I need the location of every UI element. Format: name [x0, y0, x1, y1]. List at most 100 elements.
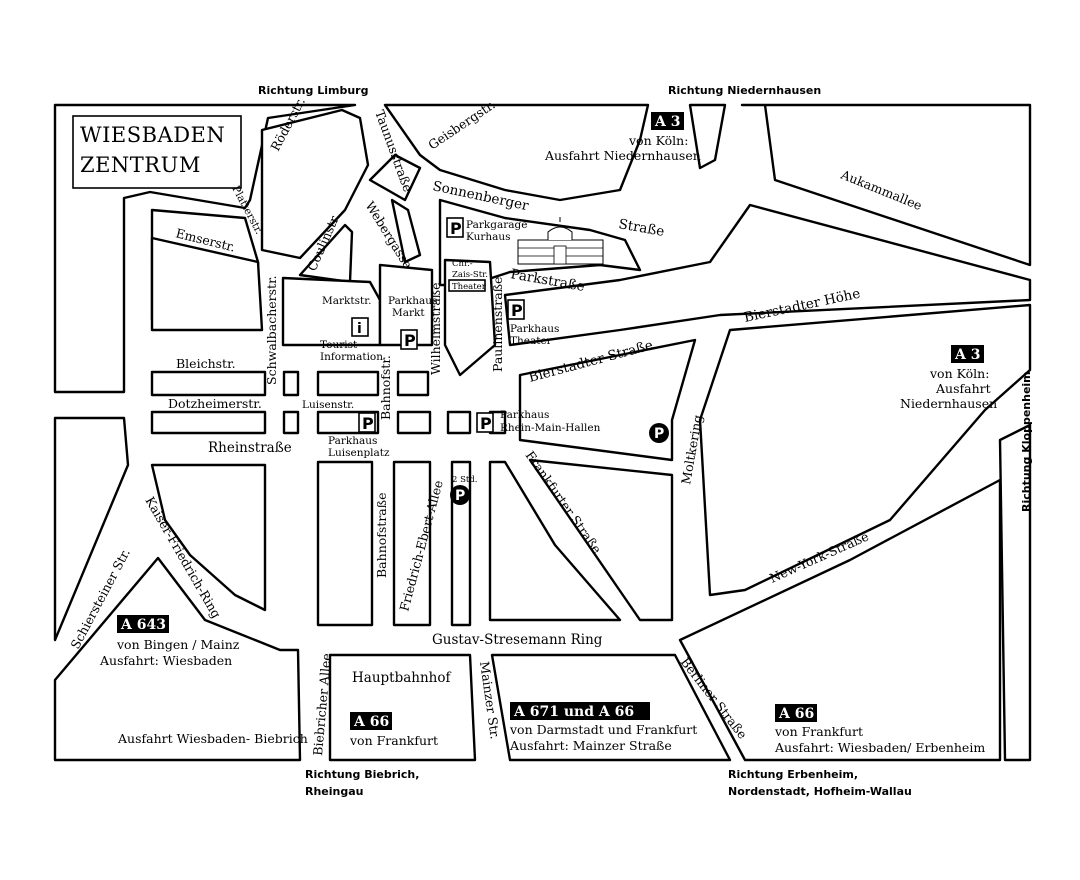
parking-rhein-main-hallen[interactable]: P: [476, 412, 494, 433]
a66-east-2: Ausfahrt: Wiesbaden/ Erbenheim: [774, 740, 985, 755]
parking-icon: P: [511, 301, 523, 320]
direction-biebrich-1: Richtung Biebrich,: [305, 768, 419, 781]
title-frame: [72, 115, 242, 189]
street-bahnofstrasse: Bahnofstraße: [374, 492, 389, 578]
a66-east-1: von Frankfurt: [774, 724, 863, 739]
block-geisberg: [383, 103, 650, 202]
block-bahnof-e: [392, 460, 432, 627]
info-icon-frame: [351, 317, 369, 337]
block-roeder: [260, 108, 370, 260]
street-rheinstrasse: Rheinstraße: [208, 440, 292, 456]
parkgarage-kurhaus-2: Kurhaus: [466, 231, 511, 243]
block-center-n: [378, 263, 434, 347]
kurhaus-dome: [547, 226, 573, 240]
block-moltke-e: [698, 303, 1032, 597]
block-bleich-2: [316, 370, 380, 397]
title-box: WIESBADEN ZENTRUM: [72, 115, 242, 189]
block-berliner: [678, 478, 1002, 762]
block-dotz-4: [446, 410, 472, 435]
street-gustav-stresemann-ring: Gustav-Stresemann Ring: [432, 632, 603, 648]
motorway-a66-east: A 66 von Frankfurt Ausfahrt: Wiesbaden/ …: [774, 704, 985, 755]
block-bleich-3: [396, 370, 430, 397]
a3-east-3: Niedernhausen: [900, 396, 997, 411]
block-bierstadt-hoehe: [503, 203, 1032, 347]
direction-limburg: Richtung Limburg: [258, 84, 368, 97]
direction-biebrich-2: Rheingau: [305, 785, 364, 798]
block-bahnof-w: [316, 460, 374, 627]
motorway-a671: A 671 und A 66 von Darmstadt und Frankfu…: [509, 702, 697, 753]
motorway-a3-east: A 3 von Köln: Ausfahrt Niedernhausen: [900, 345, 997, 411]
street-wilhelmstrasse: Wilhelmstraße: [428, 282, 443, 375]
parking-icon: P: [404, 331, 416, 350]
a66-central-1: von Frankfurt: [349, 733, 438, 748]
parking-icon: P: [362, 414, 374, 433]
parking-theater[interactable]: P: [507, 299, 525, 320]
a643-2: Ausfahrt: Wiesbaden: [99, 653, 232, 668]
chr-zais-theater: Chr.- Zais-Str. Theater: [448, 259, 488, 292]
title-line-1: WIESBADEN: [80, 123, 225, 147]
direction-erbenheim-2: Nordenstadt, Hofheim-Wallau: [728, 785, 912, 798]
parking-icon: P: [455, 488, 465, 504]
hauptbahnhof-label: Hauptbahnhof: [352, 670, 451, 686]
street-zais: Zais-Str.: [452, 270, 488, 280]
block-dotz-3: [396, 410, 432, 435]
street-strasse: Straße: [617, 216, 665, 240]
block-bleich-1: [282, 370, 300, 397]
parking-icon: P: [480, 414, 492, 433]
circle-parking: P 2 Std. P: [450, 423, 669, 505]
parkgarage-kurhaus-1: Parkgarage: [466, 219, 527, 231]
block-emser: [150, 236, 264, 332]
street-paulinenstrasse: Paulinenstraße: [490, 277, 505, 372]
street-luisenstr: Luisenstr.: [302, 399, 354, 411]
parkhaus-markt-1: Parkhaus: [388, 295, 437, 307]
direction-erbenheim-1: Richtung Erbenheim,: [728, 768, 858, 781]
parkhaus-luisenplatz-1: Parkhaus: [328, 435, 377, 447]
kurhaus-building: [517, 217, 604, 265]
info-icon: i: [357, 321, 362, 337]
block-taunus: [368, 153, 422, 202]
parking-markt[interactable]: P: [400, 329, 418, 350]
badge-a643: A 643: [120, 617, 166, 633]
parking-icon: P: [450, 219, 462, 238]
block-niedernhausen: [688, 103, 727, 170]
parkhaus-luisenplatz-2: Luisenplatz: [328, 447, 390, 459]
a643-1: von Bingen / Mainz: [116, 637, 240, 652]
parkhaus-theater-1: Parkhaus: [510, 323, 559, 335]
title-line-2: ZENTRUM: [80, 153, 201, 177]
parking-circle-moltkering[interactable]: P: [649, 423, 669, 443]
block-hauptbahnhof: [328, 653, 477, 762]
a3-east-1: von Köln:: [929, 366, 989, 381]
motorway-a643: A 643 von Bingen / Mainz Ausfahrt: Wiesb…: [99, 615, 240, 668]
parking-kurhaus[interactable]: P: [446, 217, 464, 238]
tourist-2: Information: [320, 351, 383, 363]
motorway-a66-central: A 66 von Frankfurt: [349, 712, 438, 748]
parkhaus-theater-2: Theater: [510, 335, 553, 347]
direction-labels: Richtung Limburg Richtung Niedernhausen …: [258, 84, 1033, 798]
parking-circle-ebert[interactable]: P: [450, 485, 470, 505]
block-weber: [390, 198, 422, 264]
block-dotz-1: [282, 410, 300, 435]
a671-2: Ausfahrt: Mainzer Straße: [509, 738, 672, 753]
street-marktstr: Marktstr.: [322, 295, 371, 307]
theater-label: Theater: [452, 282, 487, 292]
badge-a66-east: A 66: [778, 706, 814, 722]
block-dotz-w: [150, 410, 267, 435]
block-aukamm: [740, 103, 1032, 267]
a3-north-1: von Köln:: [628, 133, 688, 148]
parking-luisenplatz[interactable]: P: [358, 412, 376, 433]
street-bahnofstr: Bahnofstr.: [378, 355, 393, 420]
block-kaiser: [150, 463, 267, 612]
tourist-1: Tourist: [320, 339, 358, 351]
block-schierstein: [53, 556, 302, 762]
parkhaus-rmh-2: Rhein-Main-Hallen: [500, 422, 601, 434]
a3-north-2: Ausfahrt Niedernhausen: [544, 148, 701, 163]
biebrich-exit: Ausfahrt Wiesbaden- Biebrich: [117, 731, 308, 746]
badge-a3-north: A 3: [654, 114, 680, 130]
badge-a671: A 671 und A 66: [513, 704, 634, 720]
motorway-a3-north: A 3 von Köln: Ausfahrt Niedernhausen: [544, 112, 701, 163]
block-sw-edge: [53, 416, 130, 642]
parking-icon: P: [654, 426, 664, 442]
a671-1: von Darmstadt und Frankfurt: [509, 722, 697, 737]
tourist-information[interactable]: i Tourist Information: [320, 317, 383, 363]
block-kloppenheim: [998, 423, 1032, 762]
